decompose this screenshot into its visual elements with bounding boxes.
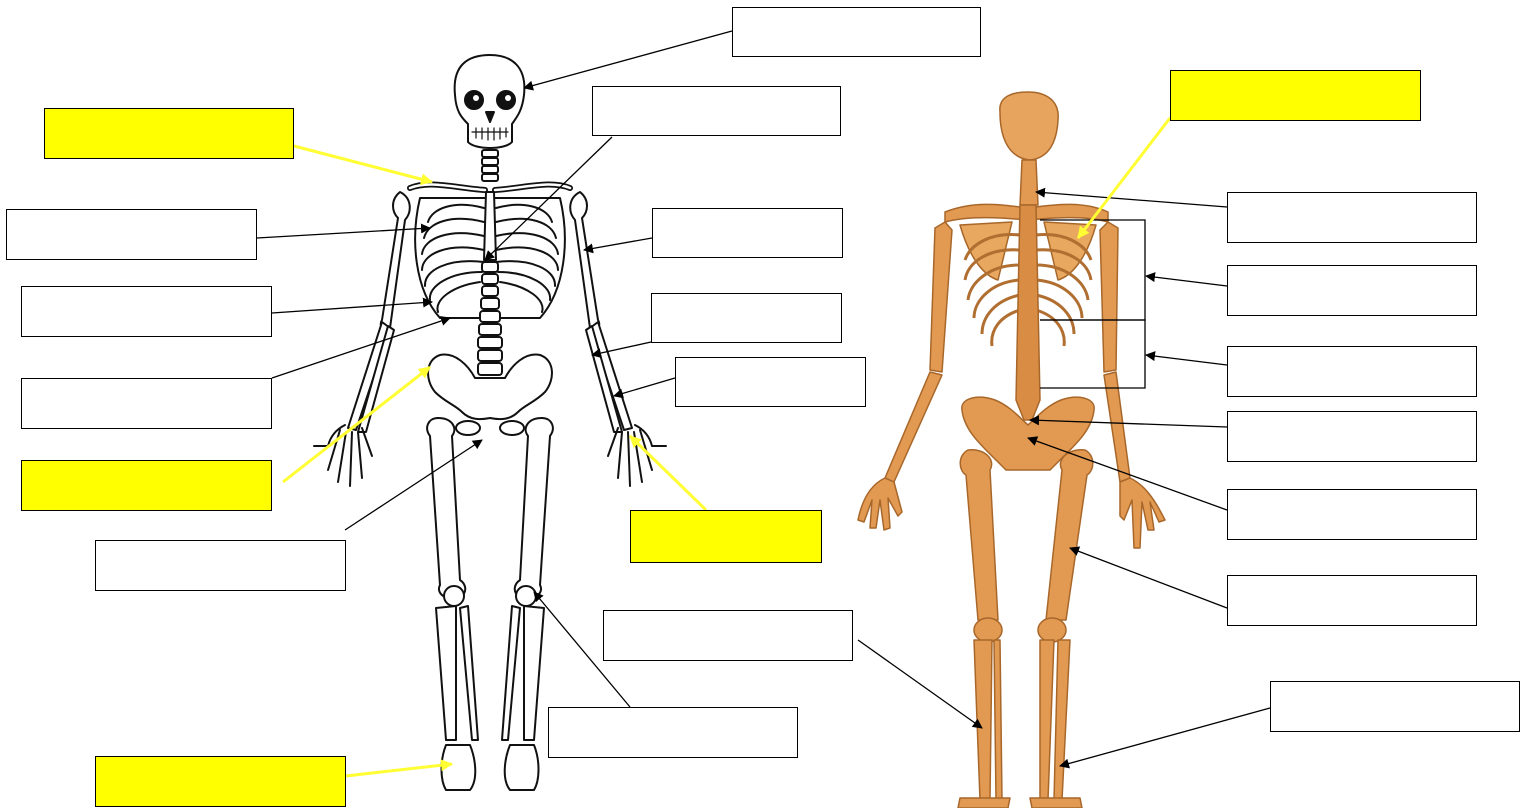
bracket-lumbar [1040,320,1145,388]
label-box-tarsals[interactable] [95,756,346,807]
label-box-clavicle[interactable] [44,108,294,159]
back-spine [1016,205,1040,420]
label-box-femur-front[interactable] [603,610,853,661]
pointer-floating-ribs [272,318,450,378]
label-box-scapula[interactable] [1170,70,1421,121]
label-box-humerus[interactable] [652,208,843,258]
back-skeleton [858,92,1165,808]
label-box-ilium[interactable] [1227,489,1477,540]
pointer-femur-back [1070,548,1227,608]
label-box-femur-back[interactable] [1227,575,1477,626]
pointer-ulna [614,378,675,396]
front-leg-left [427,418,478,790]
front-arm-left [314,192,410,486]
label-box-carpals[interactable] [630,510,822,563]
front-neck [482,150,498,181]
label-box-sacrum-front[interactable] [95,540,346,591]
label-box-floating-ribs[interactable] [21,378,272,429]
label-box-coccyx[interactable] [1227,411,1477,462]
label-box-ribs[interactable] [6,209,257,260]
pointer-tarsals [346,764,452,776]
pointer-pelvis [283,367,430,482]
label-box-sternum[interactable] [592,86,841,136]
back-leg-right [1030,450,1093,808]
pointer-lumbar [1146,355,1227,365]
pointer-thoracic [1146,276,1227,286]
front-spine [478,262,502,375]
label-box-fibula[interactable] [1270,681,1520,732]
back-cervical [1020,160,1038,205]
label-box-lumbar-vertebrae[interactable] [1227,346,1477,397]
label-box-radius[interactable] [651,293,842,343]
label-box-pelvis[interactable] [21,460,272,511]
label-box-ulna[interactable] [675,357,866,407]
pointer-clavicle [294,146,432,182]
front-obturator-right [500,421,524,435]
pointer-humerus [584,238,652,250]
front-leg-right [502,418,553,790]
label-box-cervical-vertebrae[interactable] [1227,192,1477,243]
pointer-costal [272,302,432,313]
label-box-skull[interactable] [732,7,981,57]
front-skull [455,55,525,148]
back-arm-right [1100,222,1165,548]
front-obturator-left [456,421,480,435]
label-box-thoracic-vertebrae[interactable] [1227,265,1477,316]
label-box-costal-cartilage[interactable] [21,286,272,337]
pointer-femur-front [858,640,982,728]
label-box-patella[interactable] [548,707,798,758]
back-skull [1000,92,1058,160]
pointer-skull [524,31,732,88]
back-leg-left [958,450,1010,808]
pointer-sacrum-front [345,440,482,530]
pointer-fibula [1060,708,1270,766]
back-arm-left [858,222,952,530]
